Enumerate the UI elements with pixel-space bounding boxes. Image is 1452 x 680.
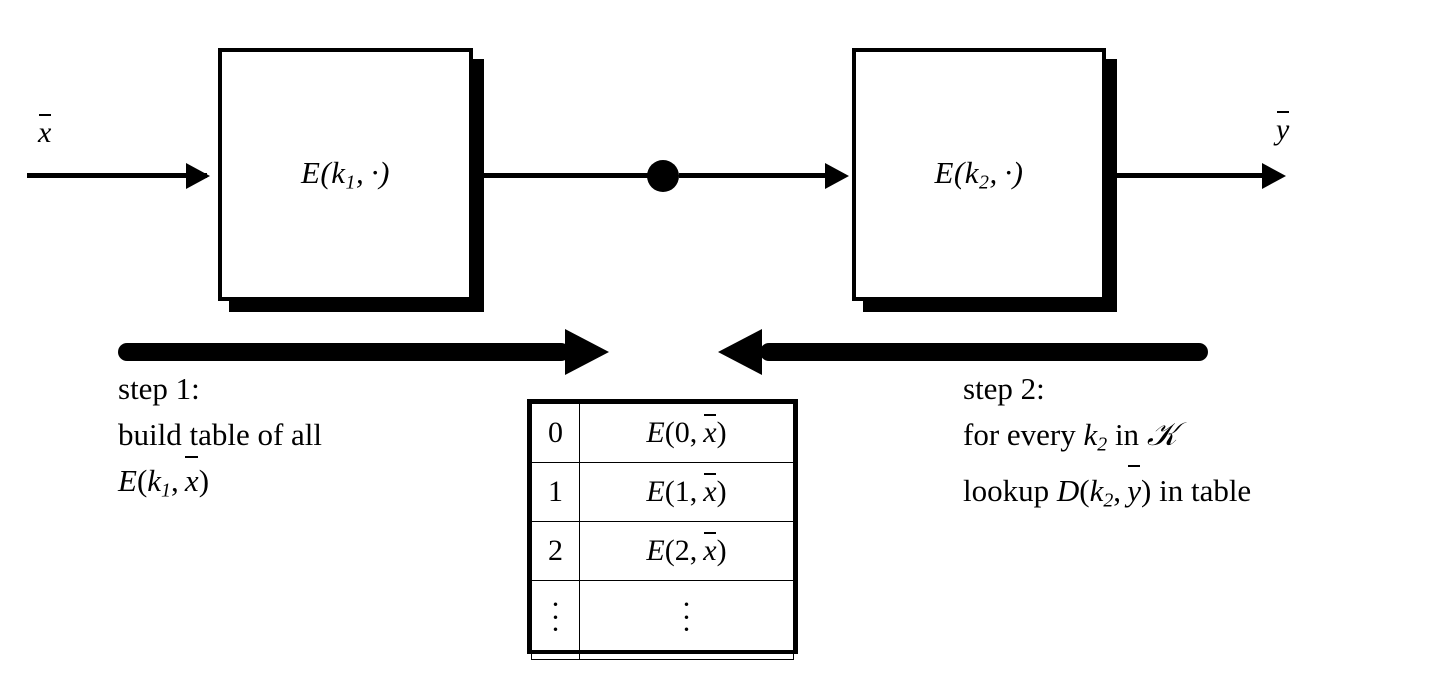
output-wire-arrowhead (1262, 163, 1286, 189)
middle-wire-arrowhead (825, 163, 849, 189)
encryption-box-1[interactable]: E(k1, ·) (218, 48, 473, 301)
step-2-line-1: step 2: (963, 371, 1045, 406)
table-cell-value: E(0, x) (578, 403, 795, 463)
table-cell-key: 2 (531, 521, 580, 581)
input-label-xbar: x (38, 113, 52, 149)
step-1-arrow-shaft (118, 343, 570, 361)
input-wire (27, 173, 207, 178)
table-row[interactable]: ··· ··· (531, 580, 795, 660)
middle-wire-left (473, 173, 663, 178)
encryption-box-1-label: E(k1, ·) (301, 154, 390, 194)
step-1-arrowhead-icon (565, 329, 609, 375)
step-2-caption: step 2: for every k2 in 𝒦 lookup D(k2, y… (963, 366, 1251, 523)
step-2-arrowhead-icon (718, 329, 762, 375)
table-row[interactable]: 1 E(1, x) (531, 462, 795, 522)
table-cell-key-ellipsis: ··· (531, 580, 580, 660)
table-cell-value: E(1, x) (578, 462, 795, 522)
encryption-box-2-label: E(k2, ·) (934, 154, 1024, 194)
step-1-line-3: E(k1, x) (118, 455, 322, 514)
step-2-line-2: for every k2 in 𝒦 (963, 417, 1178, 456)
midpoint-dot-icon (647, 160, 679, 192)
table-cell-value-ellipsis: ··· (578, 580, 795, 660)
table-cell-value: E(2, x) (578, 521, 795, 581)
step-1-line-2: build table of all (118, 417, 323, 452)
output-wire (1106, 173, 1266, 178)
precomputed-table[interactable]: 0 E(0, x) 1 E(1, x) 2 E(2, x) (527, 399, 798, 660)
step-2-line-3: lookup D(k2, y) in table (963, 465, 1251, 524)
table-row[interactable]: 2 E(2, x) (531, 521, 795, 581)
middle-wire-right (679, 173, 831, 178)
input-wire-arrowhead (186, 163, 210, 189)
vertical-ellipsis-icon: ··· (681, 587, 692, 647)
table-row[interactable]: 0 E(0, x) (531, 403, 795, 463)
output-label-ybar: y (1276, 110, 1290, 146)
encryption-box-2[interactable]: E(k2, ·) (852, 48, 1106, 301)
step-2-arrow-shaft (760, 343, 1208, 361)
table-cell-key: 1 (531, 462, 580, 522)
step-1-caption: step 1: build table of all E(k1, x) (118, 366, 322, 514)
vertical-ellipsis-icon: ··· (550, 587, 561, 647)
step-1-line-1: step 1: (118, 371, 200, 406)
table-cell-key: 0 (531, 403, 580, 463)
